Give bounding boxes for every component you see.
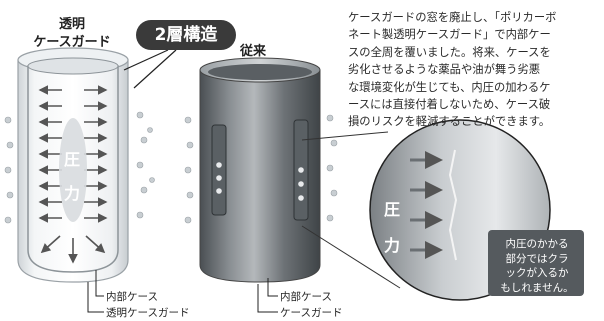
left-droplets (4, 111, 155, 224)
transparent-case-illustration (4, 47, 155, 283)
callout-box (488, 230, 584, 296)
transparent-guard-title: 透明 ケースガード (12, 16, 132, 52)
label-leaders (87, 270, 278, 313)
zoom-connector (301, 131, 401, 289)
description-line: 損のリスクを軽減することができます。 (348, 115, 551, 129)
callout-line: ックが入るか (505, 267, 569, 279)
description-line: スの全周を覆いました。将来、ケースを (348, 45, 551, 59)
description-line: ケースガードの窓を廃止し、「ポリカーボ (348, 11, 557, 24)
pressure-char-zoom-bottom: 力 (384, 236, 401, 255)
title-line: ケースガード (33, 35, 111, 50)
pressure-char-zoom-top: 圧 (384, 200, 401, 219)
description-line: ースには直接付着しないため、ケース破 (348, 98, 551, 112)
conventional-title: 従来 (240, 44, 267, 59)
label-right-inner-case: 内部ケース (280, 291, 332, 303)
description-line: ネート製透明ケースガード」で内部ケー (348, 28, 551, 42)
description-line: 劣化させるような薬品や油が舞う劣悪 (348, 63, 541, 77)
label-left-transparent-guard: 透明ケースガード (106, 307, 190, 319)
callout-line: 内圧のかかる (505, 238, 569, 250)
callout-line: 部分ではクラ (505, 252, 569, 265)
conventional-case-illustration (184, 57, 338, 283)
two-layer-badge: 2層構造 (136, 20, 236, 50)
pressure-char-left-bottom: 力 (64, 184, 81, 203)
callout-line: もしれません。 (500, 281, 574, 294)
description-line: な環境変化が生じても、内圧の加わるケ (348, 80, 551, 94)
middle-droplets (184, 114, 338, 224)
crack-warning-callout: 内圧のかかる 部分ではクラ ックが入るか もしれません。 (494, 237, 580, 295)
title-line: 透明 (58, 17, 85, 32)
label-right-case-guard: ケースガード (280, 307, 343, 319)
description-text: ケースガードの窓を廃止し、「ポリカーボ ネート製透明ケースガード」で内部ケー ス… (348, 9, 600, 131)
inner-pressure-arrows (38, 85, 108, 264)
pressure-char-left-top: 圧 (64, 150, 81, 169)
badge-pointer (123, 49, 177, 89)
label-left-inner-case: 内部ケース (106, 291, 158, 303)
